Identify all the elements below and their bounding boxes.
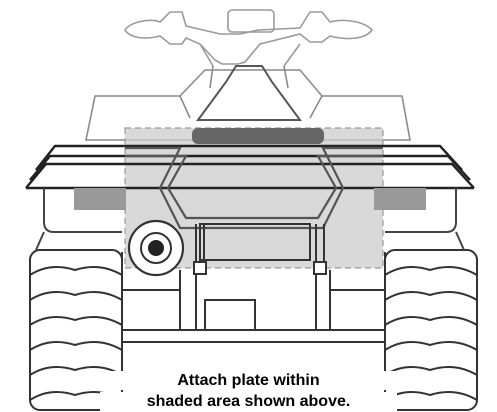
left-tire (29, 249, 123, 411)
rear-panel (35, 188, 465, 251)
seat (196, 65, 302, 121)
caption-line-2: shaded area shown above. (100, 392, 397, 411)
right-tire (384, 249, 478, 411)
dark-bar (192, 128, 324, 144)
plate-frame (193, 223, 327, 330)
left-taillight (74, 188, 126, 210)
handlebars (124, 9, 374, 67)
reflector-light (127, 219, 185, 277)
caption-line-1: Attach plate within (100, 371, 397, 390)
right-taillight (374, 188, 426, 210)
body-contour-lines (125, 146, 383, 230)
